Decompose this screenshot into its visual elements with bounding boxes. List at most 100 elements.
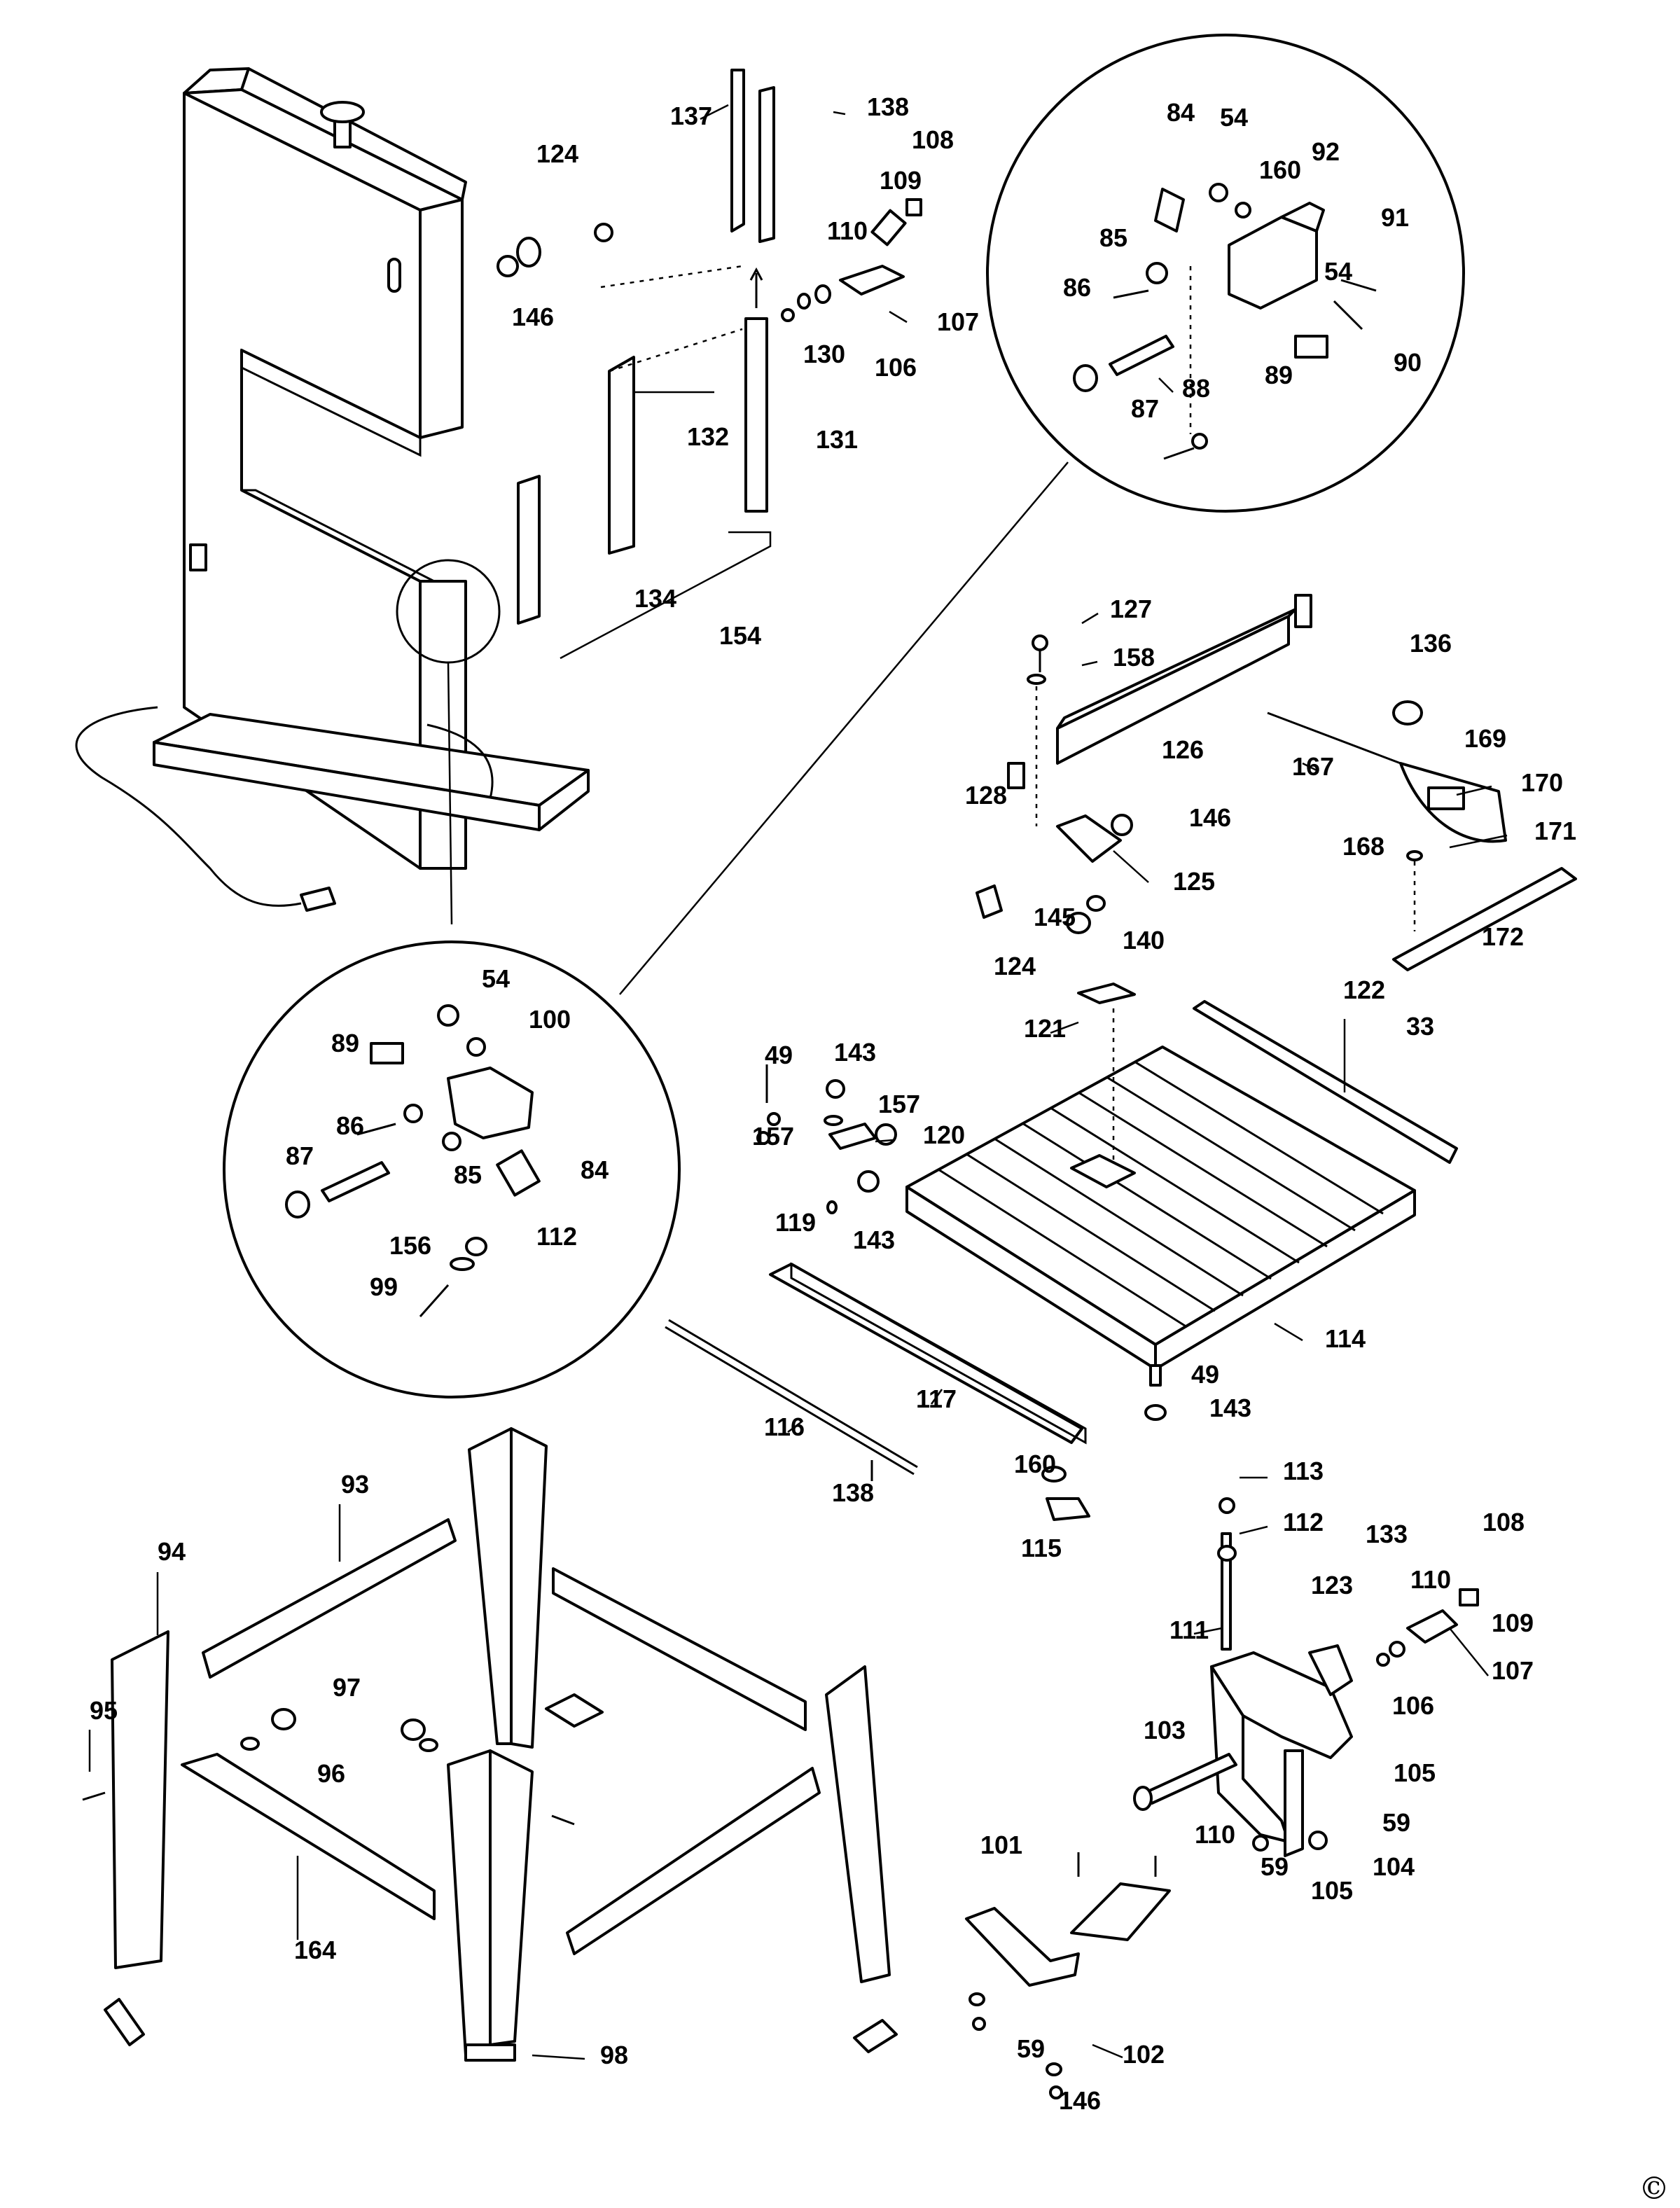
part-callout-94: 94 [158, 1537, 186, 1566]
part-callout-85: 85 [454, 1160, 482, 1189]
fence-and-miter [976, 594, 1577, 971]
stand [82, 1427, 898, 2062]
part-callout-95: 95 [90, 1696, 118, 1725]
part-callout-86: 86 [336, 1111, 364, 1140]
part-callout-160: 160 [1259, 155, 1301, 184]
part-callout-128: 128 [965, 781, 1007, 810]
copyright-symbol: © [1639, 2171, 1669, 2207]
part-callout-171: 171 [1534, 817, 1576, 845]
part-callout-106: 106 [1392, 1691, 1434, 1720]
part-callout-145: 145 [1034, 903, 1076, 931]
part-callout-125: 125 [1173, 867, 1215, 896]
part-callout-124: 124 [536, 139, 578, 168]
part-callout-119: 119 [775, 1208, 816, 1237]
part-callout-96: 96 [317, 1759, 345, 1788]
part-callout-138: 138 [832, 1478, 874, 1507]
part-callout-54: 54 [482, 964, 510, 993]
part-callout-137: 137 [670, 102, 712, 130]
bandsaw-body [75, 67, 590, 925]
part-callout-136: 136 [1410, 629, 1452, 658]
part-callout-104: 104 [1373, 1852, 1415, 1881]
detail-circle-upper-guide [619, 34, 1465, 995]
part-callout-146: 146 [1189, 803, 1231, 832]
part-callout-93: 93 [341, 1470, 369, 1499]
part-callout-120: 120 [923, 1120, 965, 1149]
part-callout-164: 164 [294, 1936, 336, 1964]
part-callout-99: 99 [370, 1272, 398, 1301]
part-callout-91: 91 [1381, 203, 1409, 232]
part-callout-89: 89 [331, 1029, 359, 1057]
part-callout-103: 103 [1144, 1716, 1186, 1744]
part-callout-121: 121 [1024, 1014, 1066, 1043]
part-callout-88: 88 [1182, 374, 1210, 403]
part-callout-105: 105 [1394, 1758, 1436, 1787]
part-callout-113: 113 [1283, 1457, 1324, 1485]
part-callout-114: 114 [1325, 1324, 1366, 1353]
part-callout-107: 107 [1492, 1656, 1534, 1685]
part-callout-123: 123 [1311, 1571, 1353, 1599]
upper-guide-assembly [497, 69, 922, 660]
part-callout-110: 110 [827, 216, 868, 245]
part-callout-109: 109 [880, 166, 922, 195]
lower-blade-guard [965, 1497, 1479, 2099]
part-callout-54: 54 [1220, 103, 1248, 132]
part-callout-158: 158 [1113, 643, 1155, 672]
part-callout-85: 85 [1099, 223, 1127, 252]
part-callout-97: 97 [333, 1673, 361, 1702]
part-callout-108: 108 [912, 125, 954, 154]
part-callout-54: 54 [1324, 257, 1352, 286]
part-callout-84: 84 [1167, 98, 1195, 127]
part-callout-143: 143 [1209, 1394, 1251, 1422]
part-callout-89: 89 [1265, 361, 1293, 389]
part-callout-115: 115 [1021, 1534, 1062, 1562]
part-callout-86: 86 [1063, 273, 1091, 302]
part-callout-106: 106 [875, 353, 917, 382]
part-callout-154: 154 [719, 621, 761, 650]
part-callout-109: 109 [1492, 1609, 1534, 1637]
part-callout-140: 140 [1123, 926, 1165, 954]
part-callout-90: 90 [1394, 348, 1422, 377]
part-callout-110: 110 [1195, 1820, 1235, 1849]
part-callout-133: 133 [1366, 1520, 1408, 1548]
part-callout-111: 111 [1169, 1616, 1209, 1644]
part-callout-170: 170 [1521, 768, 1563, 797]
part-callout-107: 107 [937, 307, 979, 336]
part-callout-59: 59 [1017, 2034, 1045, 2063]
part-callout-146: 146 [512, 303, 554, 331]
part-callout-131: 131 [816, 425, 858, 454]
part-callout-143: 143 [834, 1038, 876, 1067]
part-callout-112: 112 [1283, 1508, 1324, 1536]
part-callout-146: 146 [1059, 2086, 1101, 2115]
part-callout-110: 110 [1410, 1565, 1451, 1594]
part-callout-169: 169 [1464, 724, 1506, 753]
part-callout-122: 122 [1343, 975, 1385, 1004]
part-callout-157: 157 [878, 1090, 920, 1118]
part-callout-157: 157 [752, 1122, 794, 1151]
part-callout-124: 124 [994, 952, 1036, 980]
part-callout-100: 100 [529, 1005, 571, 1034]
part-callout-108: 108 [1483, 1508, 1525, 1536]
part-callout-102: 102 [1123, 2040, 1165, 2069]
part-callout-87: 87 [286, 1141, 314, 1170]
part-callout-130: 130 [803, 340, 845, 368]
callout-leaders [88, 104, 1508, 2060]
part-callout-59: 59 [1382, 1808, 1410, 1837]
part-callout-160: 160 [1014, 1450, 1056, 1478]
part-callout-101: 101 [980, 1831, 1022, 1859]
part-callout-127: 127 [1110, 595, 1152, 623]
part-callout-59: 59 [1261, 1852, 1289, 1881]
saw-table [665, 983, 1458, 1521]
part-callout-132: 132 [687, 422, 729, 451]
part-callout-156: 156 [389, 1231, 431, 1260]
part-callout-143: 143 [853, 1225, 895, 1254]
part-callout-49: 49 [1191, 1360, 1219, 1389]
part-callout-134: 134 [634, 584, 676, 613]
part-callout-49: 49 [765, 1041, 793, 1069]
part-callout-92: 92 [1312, 137, 1340, 166]
part-callout-33: 33 [1406, 1012, 1434, 1041]
part-callout-167: 167 [1292, 752, 1334, 781]
part-callout-138: 138 [867, 92, 909, 121]
part-callout-112: 112 [536, 1222, 577, 1251]
